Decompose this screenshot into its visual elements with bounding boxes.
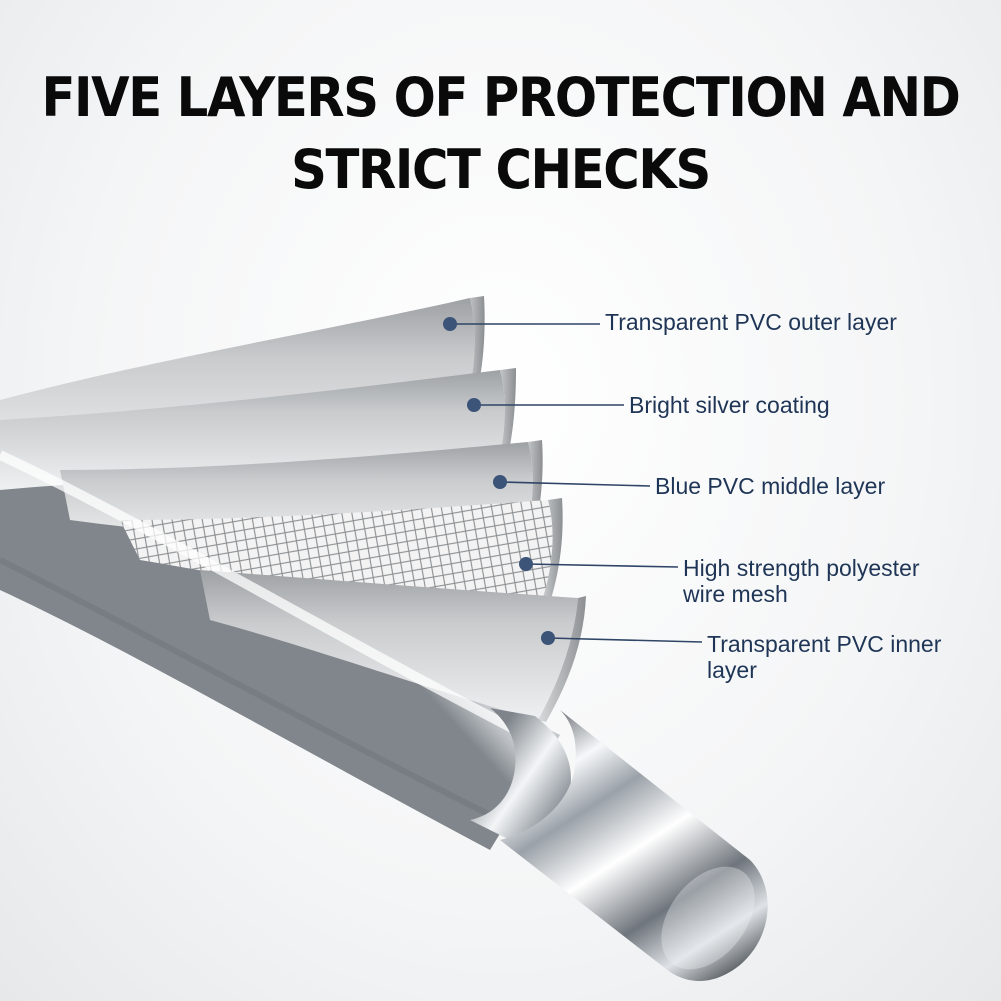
marker-outer-layer	[443, 317, 457, 331]
leader-lines	[450, 323, 703, 643]
wire-mesh-sheet	[120, 500, 553, 612]
layer-markers	[443, 317, 555, 645]
label-middle-layer: Blue PVC middle layer	[655, 473, 886, 499]
label-inner-layer: Transparent PVC inner layer	[707, 631, 942, 683]
marker-wire-mesh	[519, 557, 533, 571]
chrome-connector	[500, 710, 768, 982]
marker-silver-coating	[467, 398, 481, 412]
title-line-1: FIVE LAYERS OF PROTECTION AND	[41, 66, 960, 129]
page-title: FIVE LAYERS OF PROTECTION AND STRICT CHE…	[40, 62, 961, 206]
marker-middle-layer	[493, 475, 507, 489]
connector-ring	[470, 708, 571, 845]
title-line-2: STRICT CHECKS	[291, 138, 711, 201]
marker-inner-layer	[541, 631, 555, 645]
label-silver-coating: Bright silver coating	[629, 392, 830, 418]
label-outer-layer: Transparent PVC outer layer	[605, 309, 897, 335]
label-wire-mesh: High strength polyester wire mesh	[683, 555, 920, 607]
